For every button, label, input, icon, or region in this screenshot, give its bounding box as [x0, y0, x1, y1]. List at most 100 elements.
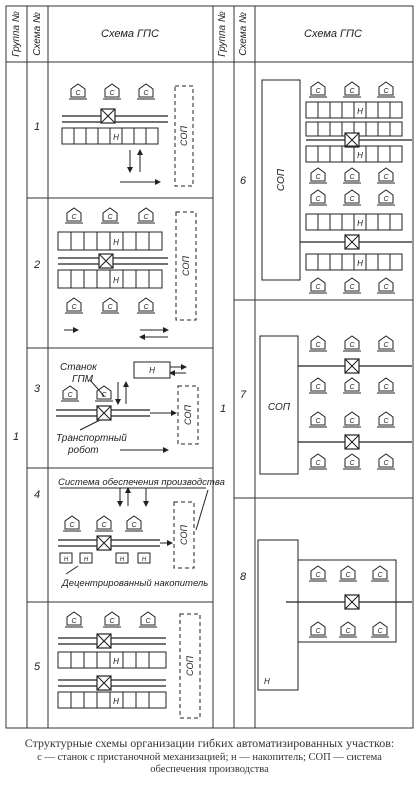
scheme-7-machine-label: С — [315, 384, 321, 391]
scheme-8-machine-label: С — [377, 628, 383, 635]
scheme-number-5: 5 — [34, 661, 41, 673]
scheme-6-storage-label-4: Н — [357, 259, 363, 268]
scheme-7-labels: СОП — [268, 402, 291, 413]
scheme-1-diagram — [61, 83, 194, 187]
scheme-6-machine-label: С — [315, 88, 321, 95]
scheme-5-machine-label-1: С — [71, 618, 77, 625]
scheme-7-diagram — [259, 335, 412, 475]
scheme-number-7: 7 — [240, 389, 247, 401]
scheme-5-storage-label-1: Н — [113, 657, 119, 666]
scheme-6-labels: СОП Н Н Н Н — [276, 107, 363, 268]
scheme-2-machine-label-1: С — [71, 214, 77, 221]
scheme-4-storage-label-4: Н — [142, 557, 147, 563]
scheme-7-machine-label: С — [315, 342, 321, 349]
scheme-3-storage-label: Н — [149, 366, 155, 375]
scheme-4-storage-label-2: Н — [84, 557, 89, 563]
scheme-4-machine-label-3: С — [131, 522, 137, 529]
scheme-2-diagram — [57, 207, 197, 340]
scheme-7-machine-label: С — [349, 342, 355, 349]
caption-title: Структурные схемы организации гибких авт… — [24, 736, 395, 750]
scheme-2-machine-label-4: С — [71, 304, 77, 311]
scheme-5-diagram — [57, 611, 201, 719]
scheme-6-diagram — [261, 79, 412, 294]
scheme-4-labels: Система обеспечения производства С С С Н… — [58, 477, 225, 589]
scheme-6-storage-label-3: Н — [357, 219, 363, 228]
scheme-6-machine-label: С — [383, 88, 389, 95]
scheme-5-labels: С С С Н Н СОП — [71, 618, 195, 706]
scheme-8-machine-label: С — [315, 572, 321, 579]
group-column-header: Группа № — [11, 11, 22, 57]
scheme-2-labels: С С С Н Н С С С СОП — [71, 214, 191, 311]
scheme-4-annotation-production-system: Система обеспечения производства — [58, 477, 225, 488]
scheme-6-storage-label-1: Н — [357, 107, 363, 116]
scheme-1-labels: С С С Н СОП — [75, 90, 189, 146]
scheme-number-6: 6 — [240, 175, 247, 187]
scheme-1-machine-label-1: С — [75, 90, 81, 97]
scheme-6-machine-label: С — [383, 196, 389, 203]
scheme-column-header-right: Схема № — [238, 12, 249, 56]
scheme-2-machine-label-2: С — [107, 214, 113, 221]
scheme-4-sop-label: СОП — [179, 525, 189, 545]
scheme-4-storage-label-3: Н — [120, 557, 125, 563]
caption-legend: с — станок с пристаночной механизацией; … — [37, 752, 382, 775]
scheme-number-4: 4 — [34, 489, 40, 501]
scheme-3-sop-label: СОП — [183, 405, 193, 425]
structural-schemes-figure: Группа № Схема № Схема ГПС Группа № Схем… — [5, 5, 414, 729]
scheme-5-machine-label-3: С — [145, 618, 151, 625]
scheme-3-annotation-machine: Станок — [60, 362, 98, 373]
scheme-7-machine-label: С — [315, 460, 321, 467]
scheme-8-machine-label: С — [345, 572, 351, 579]
scheme-3-machine-label-1: С — [67, 392, 73, 399]
scheme-2-machine-label-3: С — [143, 214, 149, 221]
scheme-number-1: 1 — [34, 121, 40, 133]
scheme-7-machine-label: С — [383, 418, 389, 425]
scheme-4-diagram — [58, 487, 209, 575]
group-column-header-right: Группа № — [217, 11, 228, 57]
group-number-right: 1 — [220, 403, 226, 415]
scheme-title-header-right: Схема ГПС — [304, 28, 362, 40]
scheme-6-machine-label: С — [383, 174, 389, 181]
scheme-8-machine-label: С — [345, 628, 351, 635]
scheme-3-annotation-robot: робот — [67, 444, 99, 456]
scheme-4-machine-label-2: С — [101, 522, 107, 529]
scheme-2-machine-label-6: С — [143, 304, 149, 311]
scheme-3-machine-label-2: С — [101, 392, 107, 399]
scheme-8-machine-label: С — [377, 572, 383, 579]
scheme-6-machine-label: С — [349, 174, 355, 181]
scheme-3-annotation-gpm: ГПМ — [72, 374, 94, 385]
scheme-5-storage-label-2: Н — [113, 697, 119, 706]
scheme-6-sop-label: СОП — [276, 168, 287, 191]
scheme-6-machine-label: С — [315, 174, 321, 181]
scheme-6-machine-label: С — [349, 88, 355, 95]
scheme-8-machine-label: С — [315, 628, 321, 635]
scheme-2-storage-label-2: Н — [113, 276, 119, 285]
scheme-4-machine-label-1: С — [69, 522, 75, 529]
scheme-3-labels: Н Станок ГПМ С С Транспортный робот СОП — [56, 362, 193, 456]
scheme-7-machine-label: С — [383, 384, 389, 391]
scheme-3-annotation-transport: Транспортный — [56, 433, 127, 444]
scheme-3-diagram — [56, 361, 199, 453]
scheme-number-8: 8 — [240, 571, 247, 583]
scheme-2-machine-label-5: С — [107, 304, 113, 311]
scheme-4-storage-label-1: Н — [64, 557, 69, 563]
scheme-6-machine-label: С — [315, 284, 321, 291]
scheme-7-machine-label: С — [349, 384, 355, 391]
scheme-8-diagram — [257, 539, 412, 691]
scheme-1-machine-label-2: С — [109, 90, 115, 97]
scheme-6-machine-label: С — [315, 196, 321, 203]
scheme-6-machine-label: С — [349, 196, 355, 203]
scheme-6-machine-label: С — [383, 284, 389, 291]
scheme-number-3: 3 — [34, 383, 41, 395]
scheme-2-storage-label-1: Н — [113, 238, 119, 247]
scheme-6-storage-label-2: Н — [357, 151, 363, 160]
scheme-7-machine-label: С — [349, 418, 355, 425]
scheme-column-header: Схема № — [32, 12, 43, 56]
table-grid — [5, 5, 414, 729]
scheme-1-storage-label: Н — [113, 133, 119, 142]
scheme-1-sop-label: СОП — [179, 126, 189, 146]
figure-caption: Структурные схемы организации гибких авт… — [0, 736, 419, 776]
scheme-title-header-left: Схема ГПС — [101, 28, 159, 40]
scheme-1-machine-label-3: С — [143, 90, 149, 97]
scheme-4-annotation-storage: Децентрированный накопитель — [61, 578, 208, 589]
